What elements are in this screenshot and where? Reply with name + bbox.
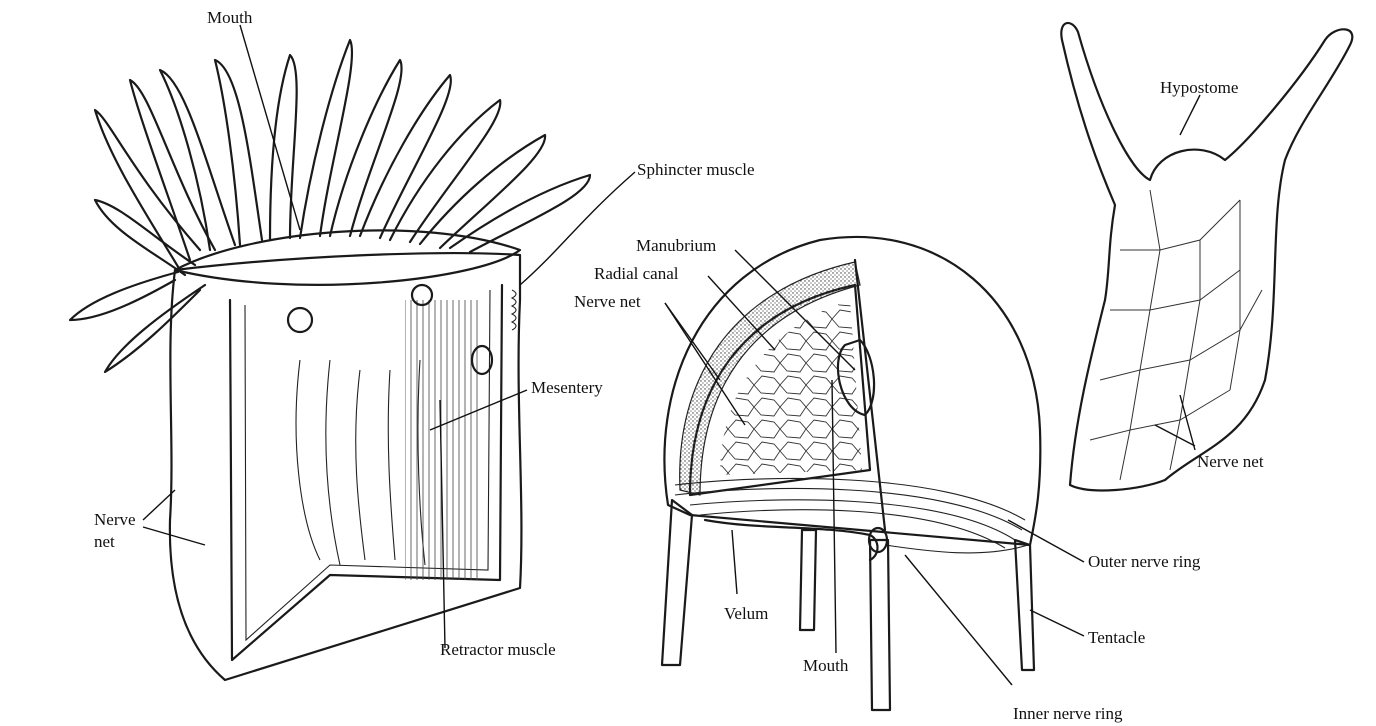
anemone-oral-disc (175, 230, 520, 284)
label-hypostome: Hypostome (1160, 78, 1238, 97)
label-outer-nerve-ring: Outer nerve ring (1088, 552, 1200, 571)
medusa-illustration (662, 237, 1040, 710)
label-velum: Velum (724, 604, 768, 623)
label-nerve-net-anemone-line1: Nerve (94, 510, 136, 529)
label-mouth-anemone: Mouth (207, 8, 252, 27)
label-tentacle: Tentacle (1088, 628, 1145, 647)
label-mesentery: Mesentery (531, 378, 603, 397)
label-inner-nerve-ring: Inner nerve ring (1013, 704, 1123, 723)
anemone-mesenteries (296, 300, 480, 580)
label-leader-lines (143, 25, 1200, 685)
medusa-velum (705, 520, 878, 560)
label-nerve-net-medusa: Nerve net (574, 292, 641, 311)
label-nerve-net-hydra: Nerve net (1197, 452, 1264, 471)
label-sphincter-muscle: Sphincter muscle (637, 160, 755, 179)
label-retractor-muscle: Retractor muscle (440, 640, 556, 659)
anemone-siphonoglyph (288, 308, 312, 332)
label-nerve-net-anemone-line2: net (94, 532, 115, 551)
label-mouth-medusa: Mouth (803, 656, 848, 675)
label-radial-canal: Radial canal (594, 264, 679, 283)
sea-anemone-illustration (70, 40, 590, 680)
label-manubrium: Manubrium (636, 236, 716, 255)
anemone-sphincter (512, 290, 516, 330)
